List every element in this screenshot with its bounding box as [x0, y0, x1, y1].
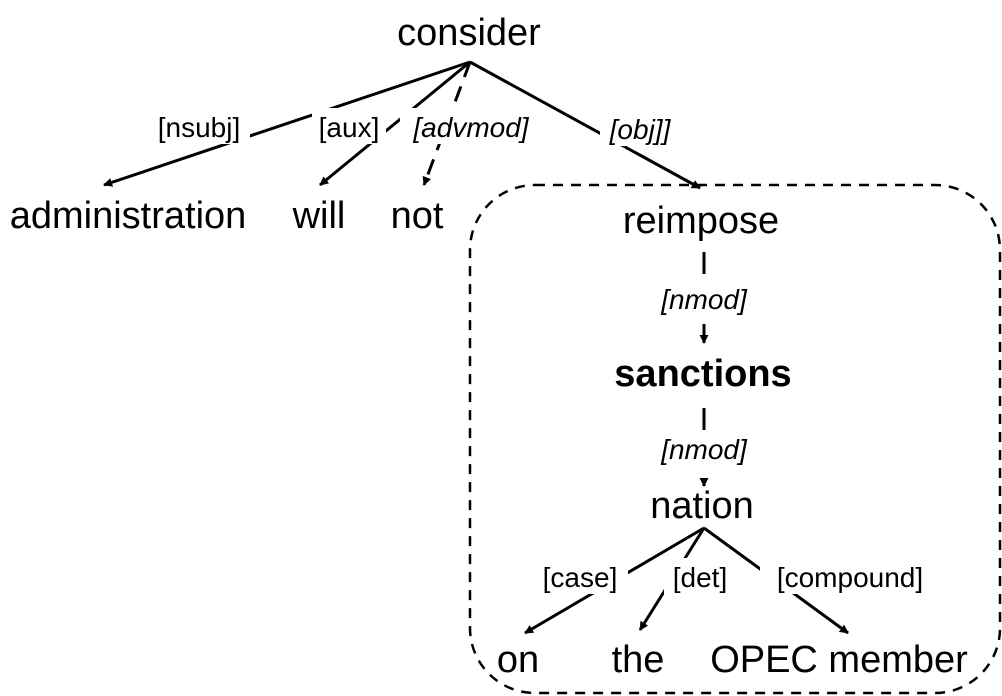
- label-bg-case: [532, 558, 628, 594]
- word-reimpose: reimpose: [623, 200, 779, 242]
- subtree-group-box: [468, 183, 1002, 695]
- word-sanctions: sanctions: [614, 353, 791, 395]
- relation-label-compound: [compound]: [777, 562, 923, 593]
- label-bg-nsubj: [148, 108, 250, 144]
- relation-label-nsubj: [nsubj]: [158, 112, 241, 143]
- label-bg-obj: [600, 110, 680, 146]
- word-not: not: [391, 195, 444, 237]
- word-the: the: [612, 639, 665, 681]
- edge-aux: [319, 60, 471, 187]
- edge-nsubj: [103, 60, 471, 187]
- word-on: on: [497, 639, 539, 681]
- word-nation: nation: [650, 485, 754, 527]
- label-bg-aux: [312, 108, 386, 144]
- relation-label-obj: [obj]]: [609, 114, 672, 145]
- relation-label-case: [case]: [543, 562, 618, 593]
- relation-label-advmod: [advmod]: [412, 112, 529, 143]
- edge-obj: [469, 60, 701, 190]
- label-bg-advmod: [400, 108, 542, 144]
- label-bg-det: [664, 558, 736, 594]
- word-will: will: [292, 195, 346, 237]
- relation-label-nmod-2: [nmod]: [660, 434, 748, 465]
- word-administration: administration: [10, 195, 247, 237]
- label-bg-compound: [760, 558, 940, 594]
- relation-label-det: [det]: [673, 562, 727, 593]
- relation-label-nmod-1: [nmod]: [660, 284, 748, 315]
- word-consider: consider: [397, 12, 541, 54]
- word-opec-member: OPEC member: [710, 639, 968, 681]
- label-bg-nmod-2: [650, 430, 758, 466]
- label-bg-nmod-1: [650, 280, 758, 316]
- relation-label-aux: [aux]: [319, 112, 380, 143]
